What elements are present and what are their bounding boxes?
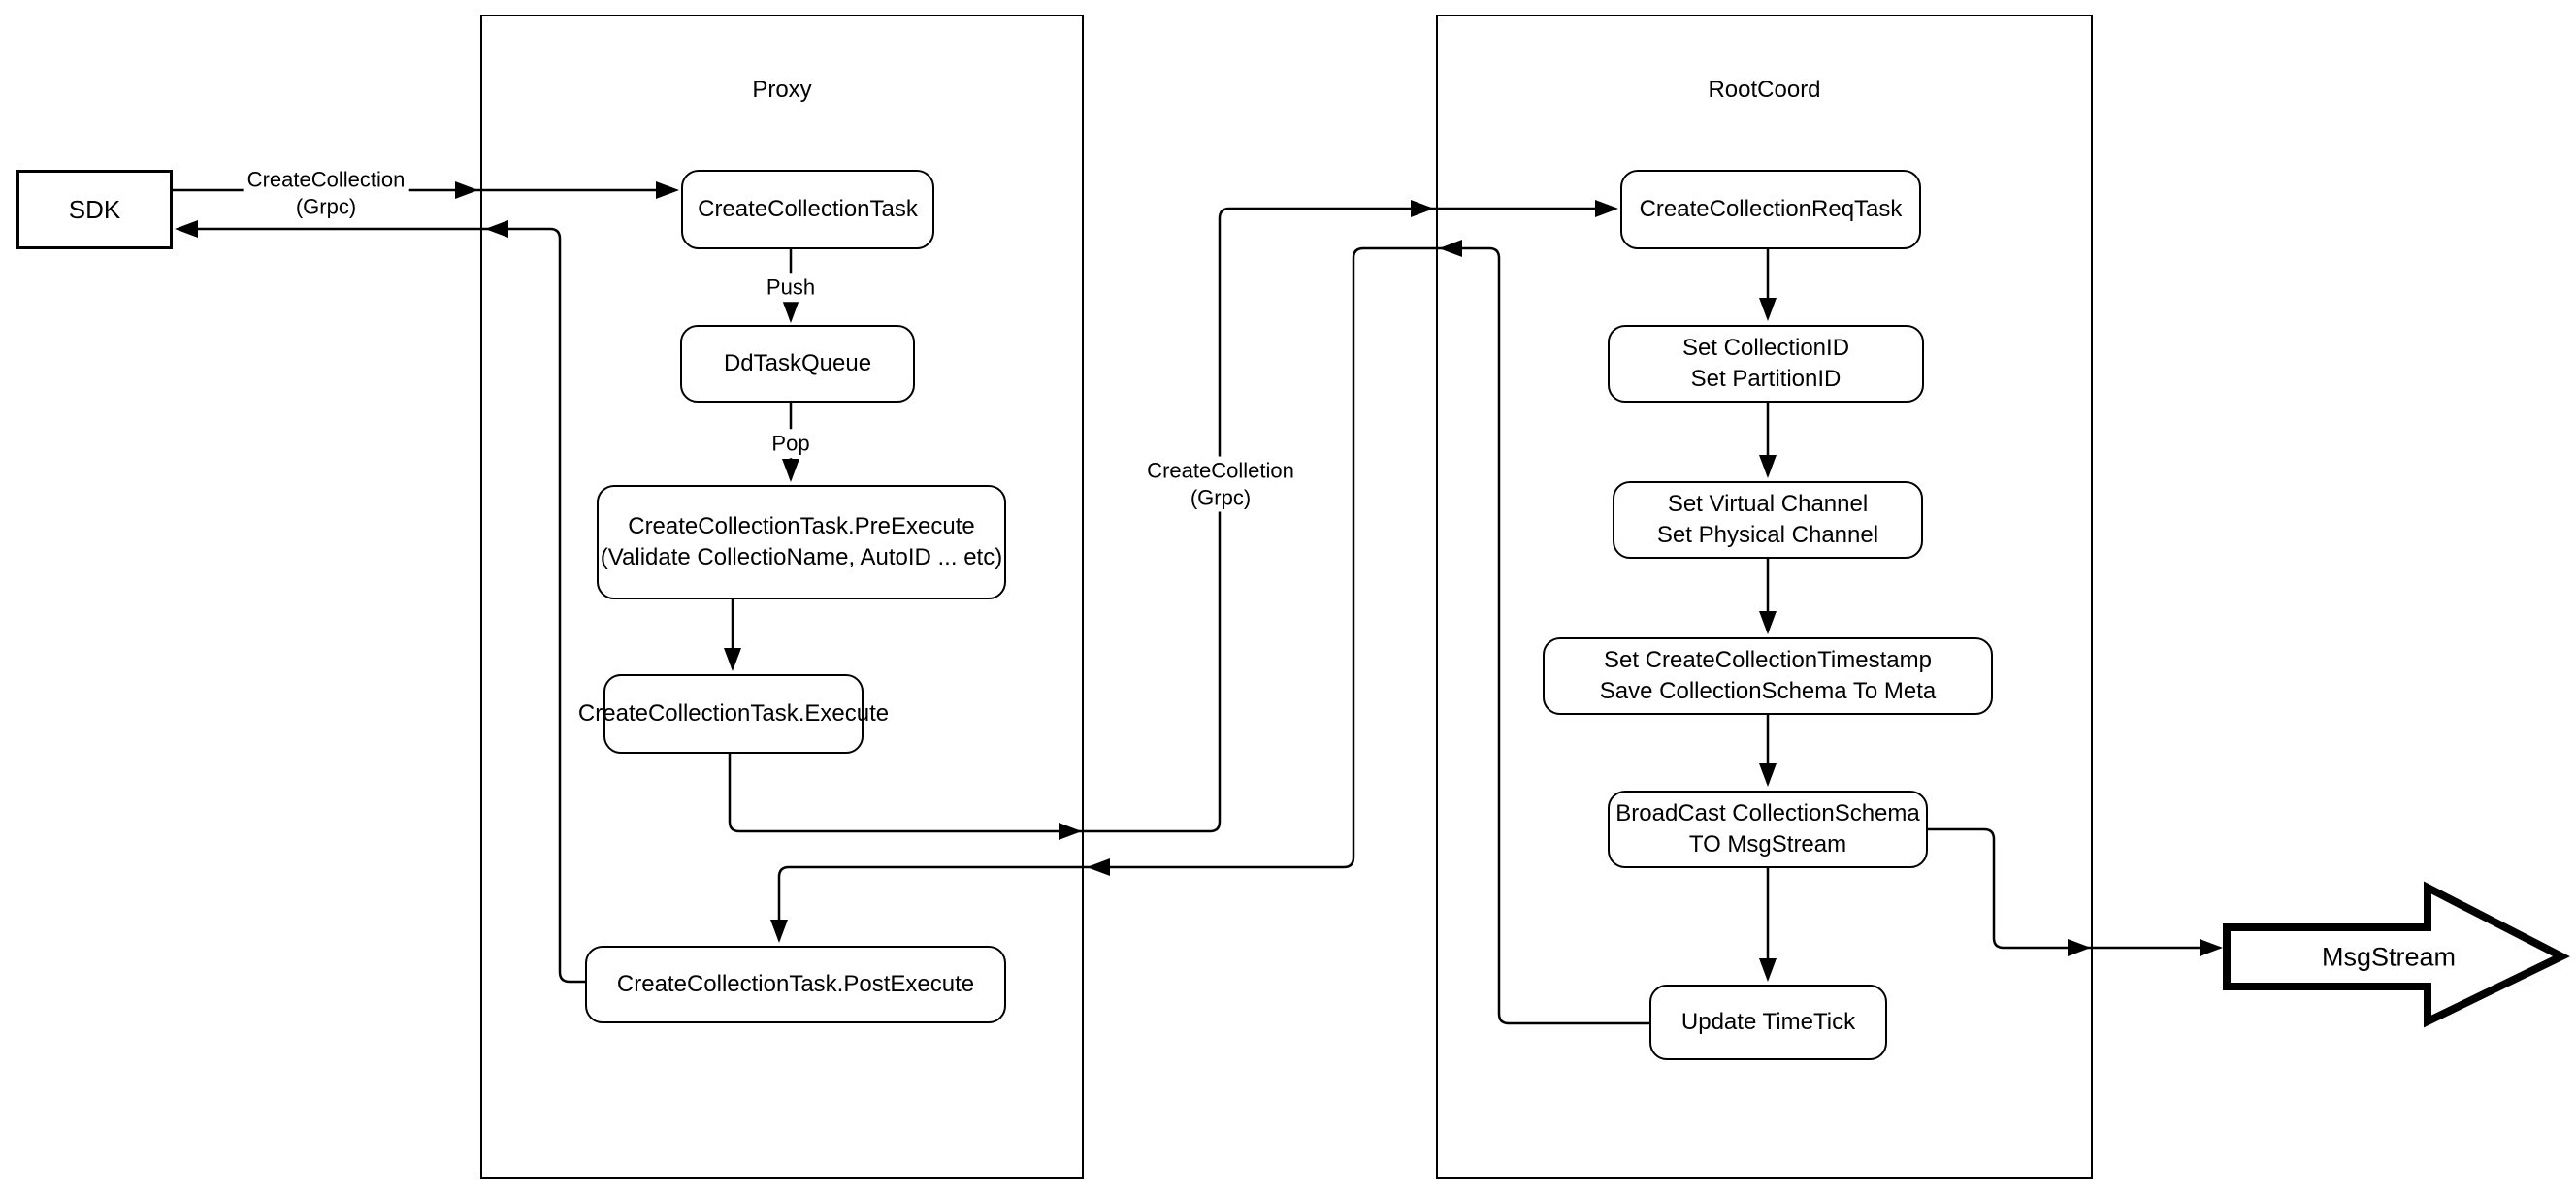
edge-label-push: Push (762, 273, 820, 302)
node-create-collection-task: CreateCollectionTask (681, 170, 934, 249)
arrowhead-left (485, 220, 508, 238)
arrowhead-left (175, 220, 198, 238)
node-set-channels: Set Virtual Channel Set Physical Channel (1613, 481, 1923, 559)
node-sdk: SDK (16, 170, 173, 249)
edge-label-createcollection-grpc: CreateCollection (Grpc) (243, 165, 409, 221)
arrowhead-down (1759, 958, 1777, 982)
arrowhead-right (2200, 939, 2223, 956)
arrowhead-right (1059, 823, 1082, 840)
edge-execute-to-reqtask (728, 207, 1614, 833)
arrowhead-right (2068, 939, 2091, 956)
arrowhead-down (782, 300, 799, 323)
arrowhead-right (1411, 200, 1434, 217)
arrowhead-down (782, 459, 799, 482)
arrowhead-down (1759, 763, 1777, 787)
edge-timetick-to-postexecute (777, 246, 1649, 1025)
node-update-timetick: Update TimeTick (1649, 985, 1887, 1060)
node-pre-execute: CreateCollectionTask.PreExecute (Validat… (597, 485, 1006, 599)
rootcoord-container: RootCoord (1436, 15, 2093, 1179)
msgstream-block-arrow-shape (2223, 881, 2570, 1028)
node-dd-task-queue: DdTaskQueue (680, 325, 915, 403)
arrowhead-down (1759, 298, 1777, 321)
node-set-collection-id: Set CollectionID Set PartitionID (1608, 325, 1924, 403)
arrowhead-right (656, 181, 679, 199)
arrowhead-left (1439, 240, 1462, 257)
node-post-execute: CreateCollectionTask.PostExecute (585, 946, 1006, 1023)
node-execute: CreateCollectionTask.Execute (578, 674, 889, 754)
arrowhead-right (455, 181, 478, 199)
arrowhead-down (1759, 611, 1777, 634)
arrowhead-down (1759, 455, 1777, 478)
rootcoord-title: RootCoord (1708, 77, 1821, 103)
arrowhead-down (770, 920, 788, 943)
msgstream-label: MsgStream (2321, 942, 2457, 972)
arrowhead-right (1595, 200, 1618, 217)
arrowhead-down (724, 648, 741, 671)
node-broadcast-schema: BroadCast CollectionSchema TO MsgStream (1608, 791, 1928, 868)
edge-broadcast-to-msgstream (1928, 827, 2220, 950)
node-set-timestamp-save-schema: Set CreateCollectionTimestamp Save Colle… (1543, 637, 1993, 715)
arrowhead-left (1087, 858, 1110, 876)
proxy-container: Proxy (480, 15, 1084, 1179)
edge-label-createcolletion-grpc: CreateColletion (Grpc) (1143, 456, 1298, 512)
proxy-title: Proxy (752, 77, 812, 103)
edge-postexecute-to-sdk (179, 227, 585, 984)
edge-label-pop: Pop (767, 429, 814, 458)
node-create-collection-req-task: CreateCollectionReqTask (1620, 170, 1921, 249)
